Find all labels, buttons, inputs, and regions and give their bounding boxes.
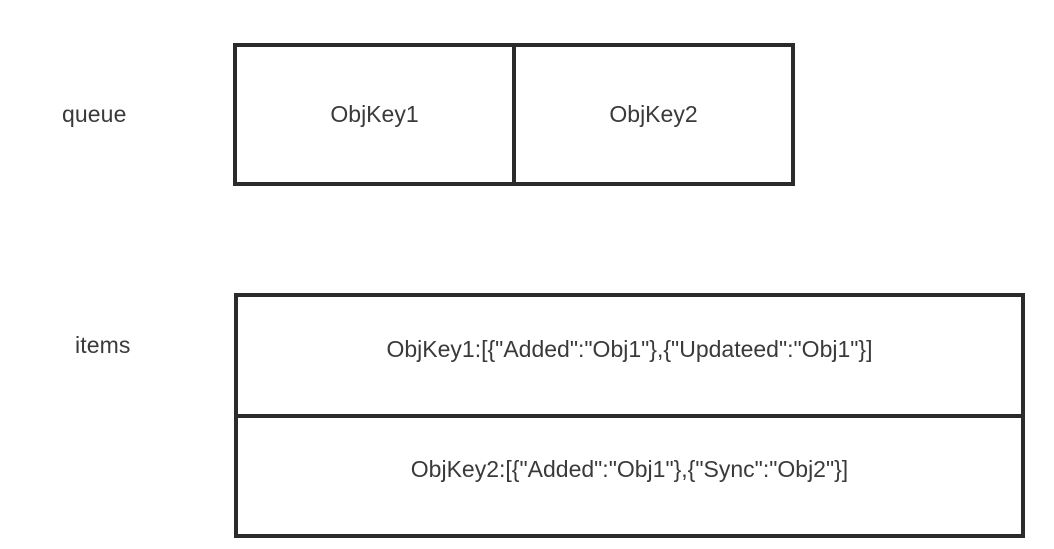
items-container: ObjKey1:[{"Added":"Obj1"},{"Updateed":"O… <box>234 293 1025 538</box>
queue-cell: ObjKey2 <box>512 47 791 182</box>
items-entry-text: ObjKey1:[{"Added":"Obj1"},{"Updateed":"O… <box>386 335 873 362</box>
items-row-label: items <box>75 332 131 358</box>
queue-container: ObjKey1 ObjKey2 <box>233 43 795 186</box>
queue-cell: ObjKey1 <box>237 47 512 182</box>
queue-row-label: queue <box>62 101 127 127</box>
items-entry-row: ObjKey2:[{"Added":"Obj1"},{"Sync":"Obj2"… <box>238 413 1021 534</box>
items-entry-text: ObjKey2:[{"Added":"Obj1"},{"Sync":"Obj2"… <box>410 456 849 483</box>
items-entry-row: ObjKey1:[{"Added":"Obj1"},{"Updateed":"O… <box>238 297 1021 414</box>
